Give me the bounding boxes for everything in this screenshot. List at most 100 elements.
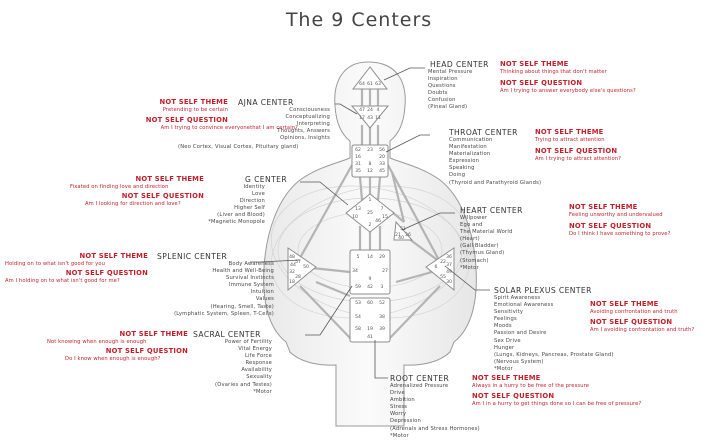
sacral-gate-number: 3 bbox=[381, 284, 384, 290]
ajna-gate-number: 4 bbox=[377, 107, 380, 113]
head-gate-number: 64 bbox=[359, 81, 365, 87]
sacral-not-self-theme-label: NOT SELF THEME bbox=[119, 330, 188, 338]
solar-not-self-theme: Avoiding confrontation and truth bbox=[590, 309, 678, 315]
heart-item: Ego and bbox=[460, 222, 483, 229]
ajna-item: Interpreting bbox=[296, 121, 330, 128]
throat-item: Expression bbox=[449, 158, 480, 165]
channels bbox=[299, 89, 441, 341]
ajna-item: Thoughts, Answers bbox=[277, 128, 330, 135]
ajna-not-self-question-label: NOT SELF QUESTION bbox=[145, 116, 228, 124]
root-not-self-question-label: NOT SELF QUESTION bbox=[472, 392, 555, 400]
throat-item: Communication bbox=[449, 137, 493, 143]
g-gate-number: 10 bbox=[352, 214, 358, 220]
throat-gate-number: 45 bbox=[379, 168, 385, 174]
solar-gate-number: 55 bbox=[440, 274, 446, 280]
heart-not-self-theme: Feeling unworthy and undervalued bbox=[569, 212, 663, 218]
leader-lines bbox=[250, 67, 490, 379]
solar-plexus-center-title: SOLAR PLEXUS CENTER bbox=[494, 286, 592, 295]
solar-item: (Nervous System) bbox=[494, 358, 544, 365]
g-item: *Magnetic Monopole bbox=[208, 219, 265, 226]
g-not-self-theme-label: NOT SELF THEME bbox=[135, 175, 204, 183]
throat-gate-number: 56 bbox=[379, 147, 385, 153]
ajna-center-title: AJNA CENTER bbox=[238, 98, 294, 107]
heart-gate-number: 51 bbox=[400, 226, 406, 232]
throat-center-shape bbox=[351, 144, 389, 178]
sacral-gate-number: 34 bbox=[352, 268, 358, 274]
root-gate-number: 60 bbox=[367, 300, 373, 306]
ajna-center-shape bbox=[350, 105, 390, 129]
solar-not-self-question: Am I avoiding confrontation and truth? bbox=[590, 327, 695, 333]
root-center-title: ROOT CENTER bbox=[390, 374, 450, 383]
solar-not-self-question-label: NOT SELF QUESTION bbox=[590, 318, 673, 326]
heart-gate-number: 26 bbox=[405, 232, 411, 238]
root-item: Drive bbox=[390, 390, 405, 397]
throat-gate-number: 16 bbox=[355, 154, 361, 160]
page-title: The 9 Centers bbox=[285, 9, 433, 31]
head-item: Doubts bbox=[428, 90, 448, 97]
solar-gate-number: 36 bbox=[446, 254, 452, 260]
sacral-not-self-theme: Not knowing when enough is enough bbox=[47, 339, 147, 345]
splenic-item: Survival Instincts bbox=[225, 275, 274, 282]
g-gate-number: 13 bbox=[355, 206, 361, 212]
splenic-not-self-theme: Holding on to what isn't good for you bbox=[5, 261, 105, 267]
g-center-title: G CENTER bbox=[245, 175, 287, 184]
ajna-item: Consciousness bbox=[289, 107, 330, 113]
throat-item: Manifestation bbox=[449, 144, 487, 151]
throat-not-self-theme: Trying to attract attention bbox=[535, 137, 605, 143]
sacral-gate-number: 59 bbox=[355, 284, 361, 290]
solar-plexus-shape bbox=[425, 247, 455, 292]
throat-item: Speaking bbox=[449, 165, 475, 172]
head-item: Confusion bbox=[428, 97, 456, 104]
root-gate-number: 53 bbox=[355, 300, 361, 306]
heart-item: Willpower bbox=[460, 215, 488, 221]
sacral-not-self-question-label: NOT SELF QUESTION bbox=[105, 347, 188, 355]
sacral-center-title: SACRAL CENTER bbox=[193, 330, 261, 339]
root-item: (Adrenals and Stress Hormones) bbox=[390, 425, 480, 432]
solar-gate-number: 37 bbox=[446, 262, 452, 268]
heart-center-shape bbox=[393, 220, 414, 241]
spleen-gate-number: 44 bbox=[290, 262, 296, 268]
splenic-not-self-question: Am I holding on to what isn't good for m… bbox=[5, 278, 120, 284]
solar-item: (Lungs, Kidneys, Pancreas, Prostate Glan… bbox=[494, 351, 614, 358]
g-not-self-question: Am I looking for direction and love? bbox=[85, 201, 181, 207]
splenic-not-self-theme-label: NOT SELF THEME bbox=[79, 252, 148, 260]
head-not-self-theme: Thinking about things that don't matter bbox=[500, 69, 607, 75]
g-gate-number: 46 bbox=[375, 218, 381, 224]
splenic-item: Values bbox=[255, 296, 274, 303]
spleen-gate-number: 57 bbox=[295, 259, 301, 265]
g-not-self-theme: Fixated on finding love and direction bbox=[70, 184, 169, 190]
throat-not-self-question-label: NOT SELF QUESTION bbox=[535, 147, 618, 155]
solar-gate-number: 49 bbox=[446, 269, 452, 275]
head-gate-number: 61 bbox=[367, 81, 373, 87]
solar-item: Sensitivity bbox=[494, 309, 524, 316]
heart-item: (Thymus Gland) bbox=[460, 250, 505, 257]
throat-gate-number: 20 bbox=[379, 154, 385, 160]
throat-item: Materialization bbox=[449, 151, 491, 158]
solar-item: Moods bbox=[494, 323, 512, 330]
solar-item: Feelings bbox=[494, 316, 517, 323]
throat-gate-number: 12 bbox=[367, 168, 373, 174]
sacral-item: Life Force bbox=[244, 353, 272, 360]
root-not-self-theme: Always in a hurry to be free of the pres… bbox=[472, 383, 589, 389]
throat-gate-number: 33 bbox=[379, 161, 385, 167]
throat-gate-number: 23 bbox=[367, 147, 373, 153]
splenic-center-title: SPLENIC CENTER bbox=[157, 252, 228, 261]
sacral-item: *Motor bbox=[253, 388, 272, 395]
solar-gate-number: 22 bbox=[440, 259, 446, 265]
solar-item: Hunger bbox=[494, 344, 515, 351]
sacral-gate-number: 29 bbox=[379, 254, 385, 260]
throat-not-self-question: Am I trying to attract attention? bbox=[535, 156, 622, 162]
spleen-gate-number: 48 bbox=[289, 254, 295, 260]
sacral-gate-number: 9 bbox=[369, 276, 372, 282]
head-not-self-theme-label: NOT SELF THEME bbox=[500, 60, 569, 68]
head-not-self-question: Am I trying to answer everybody else's q… bbox=[500, 88, 636, 94]
sacral-item: (Ovaries and Testes) bbox=[214, 381, 272, 388]
heart-item: (Gall Bladder) bbox=[460, 243, 499, 250]
throat-gate-number: 62 bbox=[355, 147, 361, 153]
throat-not-self-theme-label: NOT SELF THEME bbox=[535, 128, 604, 136]
